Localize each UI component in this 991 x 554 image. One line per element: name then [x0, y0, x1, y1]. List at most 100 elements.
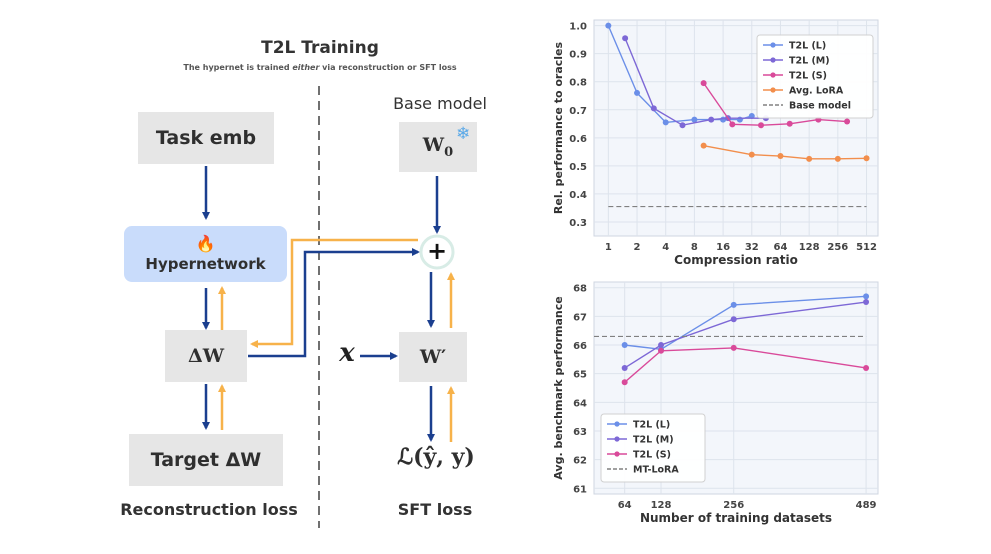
diagram-subtitle: The hypernet is trained either via recon…	[120, 63, 520, 72]
data-point	[748, 151, 755, 158]
y-tick-label: 0.5	[569, 162, 587, 173]
data-point	[621, 364, 628, 371]
x-tick-label: 2	[634, 242, 641, 253]
series-line	[624, 37, 766, 126]
data-point	[634, 89, 641, 96]
sft-loss-caption: SFT loss	[397, 500, 473, 519]
x-tick-label: 128	[651, 500, 672, 511]
data-point	[758, 122, 765, 129]
y-tick-label: 0.8	[569, 78, 587, 89]
x-tick-label: 489	[856, 500, 877, 511]
y-tick-label: 0.6	[569, 134, 587, 145]
data-point	[658, 342, 665, 349]
x-axis-label: Compression ratio	[674, 253, 798, 267]
x-tick-label: 32	[745, 242, 759, 253]
data-point	[662, 119, 669, 126]
target-delta-w-label: Target ΔW	[150, 449, 262, 471]
data-point	[658, 347, 665, 354]
data-point	[650, 105, 657, 112]
target-delta-w-box: Target ΔW	[129, 434, 283, 486]
sft-loss-formula: ℒ(ŷ, y)	[397, 444, 475, 470]
y-tick-label: 67	[573, 312, 587, 323]
y-tick-label: 0.9	[569, 50, 587, 61]
plus-node	[419, 234, 455, 270]
data-point	[777, 153, 784, 160]
delta-w-box: ΔW	[165, 330, 247, 382]
x-tick-label: 256	[827, 242, 848, 253]
y-axis-label: Rel. performance to oracles	[552, 41, 565, 214]
diagram-title: T2L Training	[261, 38, 379, 58]
data-point	[863, 299, 870, 306]
data-point	[622, 35, 629, 42]
legend-marker	[770, 42, 776, 48]
subtitle-emphasis: either	[292, 63, 320, 72]
legend-marker	[614, 436, 620, 442]
legend-label: T2L (L)	[789, 41, 826, 52]
legend-box	[756, 34, 874, 119]
series-line	[624, 295, 867, 351]
series-line	[624, 301, 867, 369]
data-point	[691, 116, 698, 123]
data-point	[863, 293, 870, 300]
series-line	[703, 82, 848, 126]
x-tick-label: 128	[799, 242, 820, 253]
legend-marker	[614, 421, 620, 427]
gradient-plus-to-dw	[250, 238, 418, 348]
legend-label: T2L (M)	[633, 435, 674, 446]
legend-label: T2L (M)	[789, 56, 830, 67]
data-point	[730, 316, 737, 323]
data-point	[729, 121, 736, 128]
y-tick-label: 65	[573, 370, 587, 381]
snowflake-icon: ❄	[456, 124, 471, 144]
y-tick-label: 61	[573, 484, 587, 495]
series-line	[703, 144, 867, 160]
data-point	[700, 80, 707, 87]
x-tick-label: 8	[691, 242, 698, 253]
w-prime-box: W′	[399, 332, 467, 382]
y-tick-label: 62	[573, 456, 587, 467]
data-point	[730, 344, 737, 351]
x-tick-label: 512	[856, 242, 877, 253]
data-point	[748, 112, 755, 119]
x-tick-label: 16	[716, 242, 730, 253]
x-input-label: x	[339, 338, 355, 368]
w0-label: W0	[423, 134, 453, 160]
data-point	[863, 155, 870, 162]
plus-symbol: +	[426, 237, 448, 265]
x-tick-label: 4	[662, 242, 669, 253]
w0-box: W0 ❄	[399, 122, 477, 172]
y-tick-label: 0.3	[569, 218, 587, 229]
w-prime-label: W′	[419, 346, 447, 368]
w0-main: W	[422, 134, 445, 157]
fire-icon: 🔥	[195, 234, 216, 253]
y-tick-label: 66	[573, 341, 587, 352]
x-tick-label: 1	[605, 242, 612, 253]
delta-w-label: ΔW	[187, 345, 225, 367]
subtitle-text-b: via reconstruction or SFT loss	[319, 63, 457, 72]
legend-label: Avg. LoRA	[789, 86, 844, 97]
diagram-arrows	[202, 86, 455, 528]
x-tick-label: 64	[618, 500, 632, 511]
legend-label: T2L (S)	[633, 450, 671, 461]
legend-label: T2L (S)	[789, 71, 827, 82]
y-tick-label: 64	[573, 398, 587, 409]
legend-label: T2L (L)	[633, 420, 670, 431]
w0-subscript: 0	[444, 144, 454, 160]
data-point	[708, 116, 715, 123]
data-point	[730, 301, 737, 308]
legend-box	[600, 413, 706, 483]
data-point	[679, 122, 686, 129]
task-emb-label: Task emb	[155, 127, 257, 149]
legend-marker	[770, 72, 776, 78]
data-point	[621, 342, 628, 349]
data-point	[863, 364, 870, 371]
legend-marker	[614, 451, 620, 457]
data-point	[834, 155, 841, 162]
y-axis-label: Avg. benchmark performance	[552, 296, 565, 479]
arrow-dw-to-plus	[248, 248, 420, 358]
series-line	[624, 347, 867, 383]
data-point	[621, 379, 628, 386]
reconstruction-loss-caption: Reconstruction loss	[120, 500, 298, 519]
